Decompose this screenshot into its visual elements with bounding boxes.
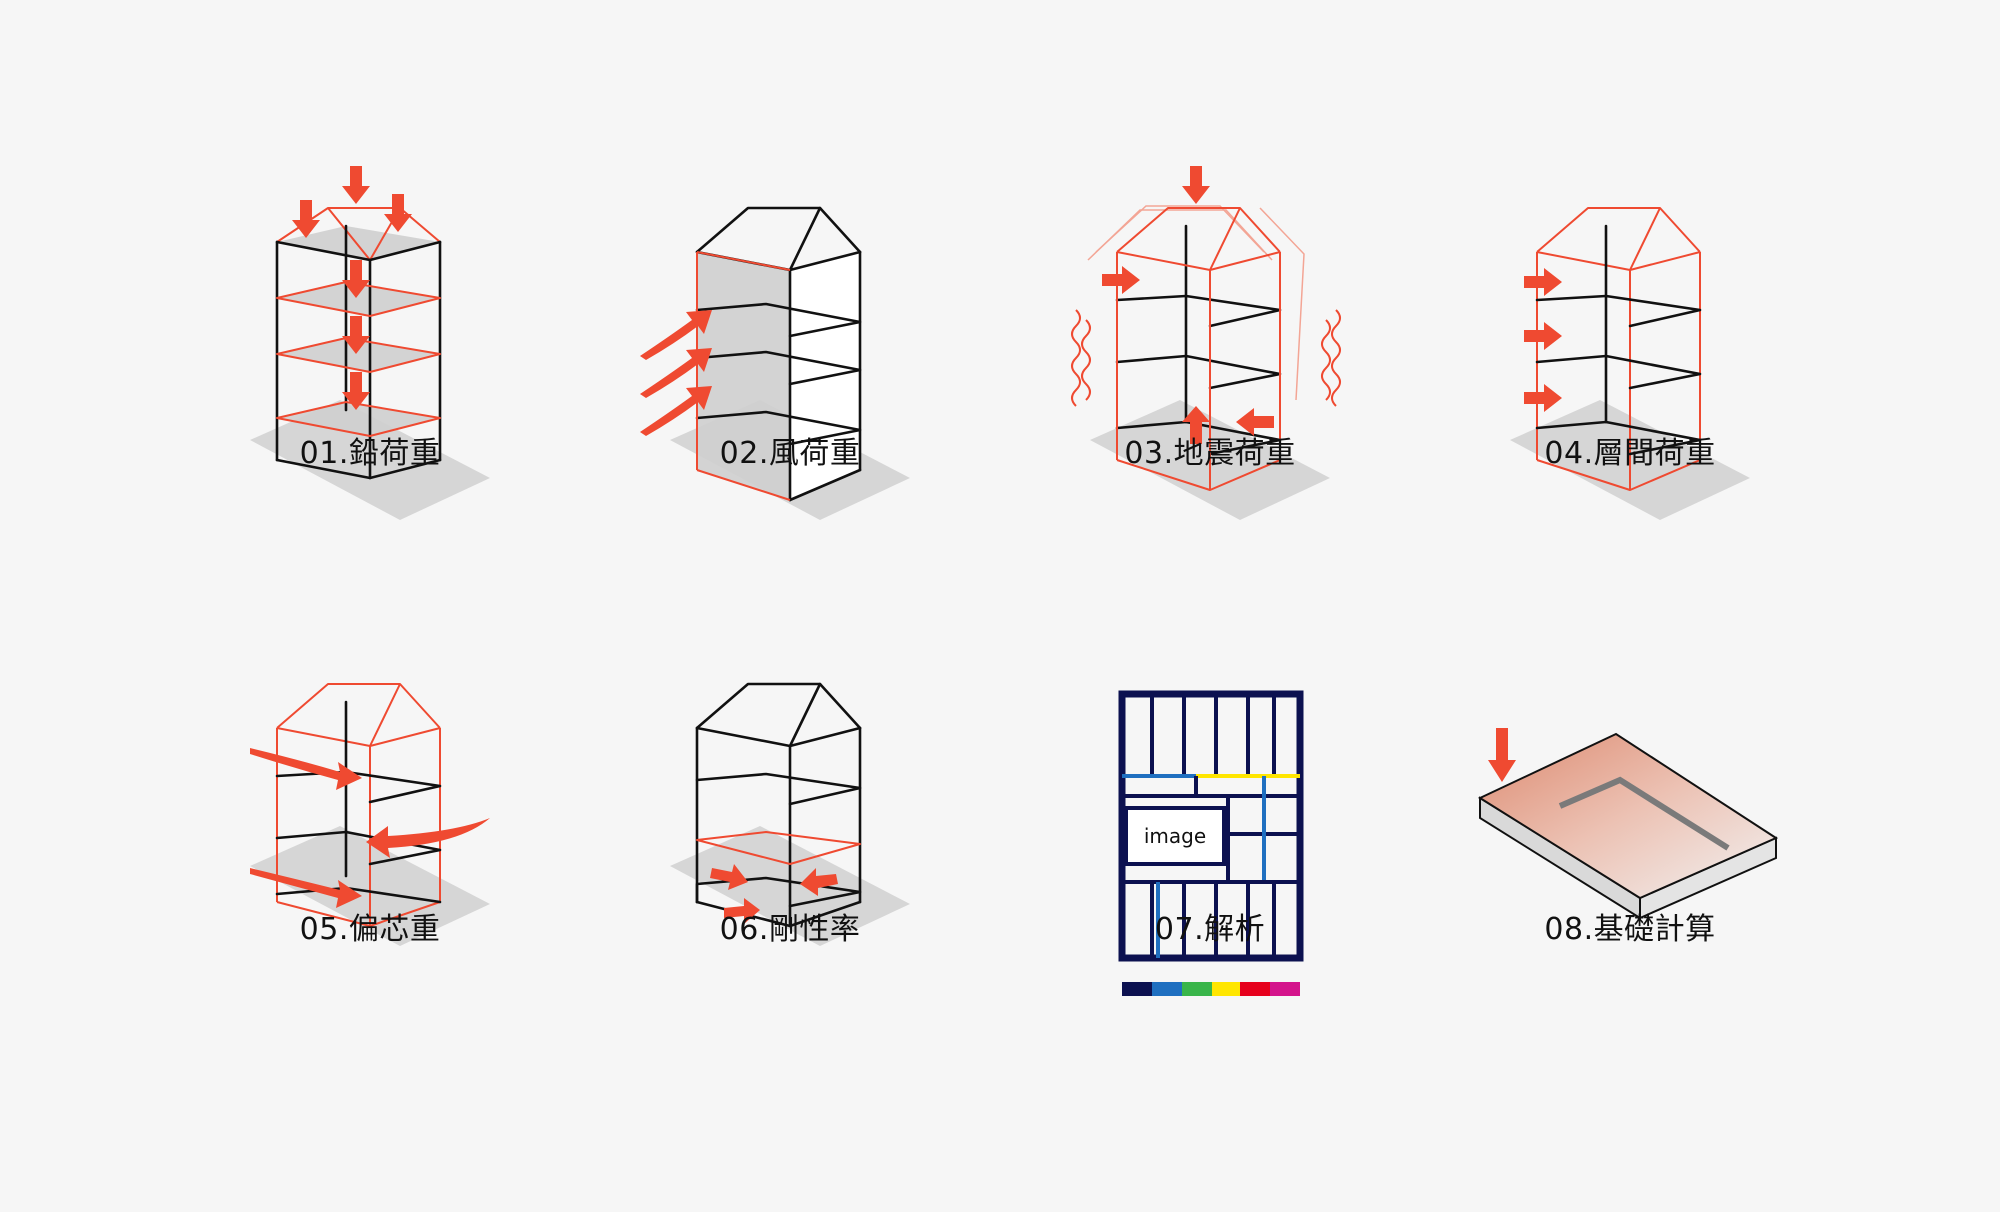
dead-load-diagram <box>250 166 490 520</box>
stiffness-ratio-diagram <box>670 682 910 946</box>
down-arrow-icon <box>342 260 370 298</box>
right-arrow-icon <box>1524 384 1562 412</box>
down-arrow-icon <box>342 316 370 354</box>
down-arrow-icon <box>342 372 370 410</box>
wind-arrow-icon <box>640 310 712 360</box>
vibration-icon <box>1081 319 1091 401</box>
curved-arrow-icon <box>250 868 362 908</box>
wind-arrow-icon <box>640 386 712 436</box>
vibration-icon <box>1321 319 1331 401</box>
item-label: 08.基礎計算 <box>1544 912 1716 947</box>
right-arrow-icon <box>1524 322 1562 350</box>
item-label: 02.風荷重 <box>719 436 861 471</box>
item-stiffness-ratio: 06.剛性率 <box>640 636 940 966</box>
item-eccentricity: 05.偏芯重 <box>220 636 520 966</box>
down-arrow-icon <box>384 194 412 232</box>
item-label: 05.偏芯重 <box>299 912 441 947</box>
color-scale-bar <box>1122 982 1300 996</box>
seismic-load-diagram <box>1071 166 1341 520</box>
item-dead-load: 01.鉛荷重 <box>220 160 520 520</box>
item-label: 01.鉛荷重 <box>299 436 441 471</box>
image-placeholder <box>1124 806 1226 866</box>
item-label: 06.剛性率 <box>719 912 861 947</box>
down-arrow-icon <box>1182 166 1210 204</box>
item-label: 07.解析 <box>1154 912 1266 947</box>
item-label: 04.層間荷重 <box>1544 436 1716 471</box>
right-arrow-icon <box>1102 266 1140 294</box>
image-placeholder-text: image <box>1144 824 1206 848</box>
right-arrow-icon <box>724 898 760 924</box>
curved-arrow-icon <box>366 818 490 858</box>
item-story-drift: 04.層間荷重 <box>1480 160 1780 520</box>
analysis-diagram: image <box>1118 690 1304 996</box>
right-arrow-icon <box>1524 268 1562 296</box>
wind-load-diagram <box>640 206 910 520</box>
vibration-icon <box>1071 309 1081 407</box>
down-arrow-icon <box>342 166 370 204</box>
eccentricity-diagram <box>250 683 490 946</box>
item-analysis: image 07.解析 <box>1060 636 1360 996</box>
item-wind-load: 02.風荷重 <box>640 160 940 520</box>
foundation-diagram <box>1477 728 1779 920</box>
item-label: 03.地震荷重 <box>1124 436 1296 471</box>
item-seismic-load: 03.地震荷重 <box>1060 160 1360 520</box>
right-arrow-icon <box>710 864 748 890</box>
up-arrow-icon <box>1182 406 1210 444</box>
down-arrow-icon <box>292 200 320 238</box>
curved-arrow-icon <box>250 748 362 790</box>
left-arrow-icon <box>1236 408 1274 436</box>
item-foundation: 08.基礎計算 <box>1477 636 1780 966</box>
down-arrow-icon <box>1488 728 1516 782</box>
story-drift-diagram <box>1510 207 1750 520</box>
left-arrow-icon <box>800 868 838 896</box>
vibration-icon <box>1331 309 1341 407</box>
wind-arrow-icon <box>640 348 712 398</box>
